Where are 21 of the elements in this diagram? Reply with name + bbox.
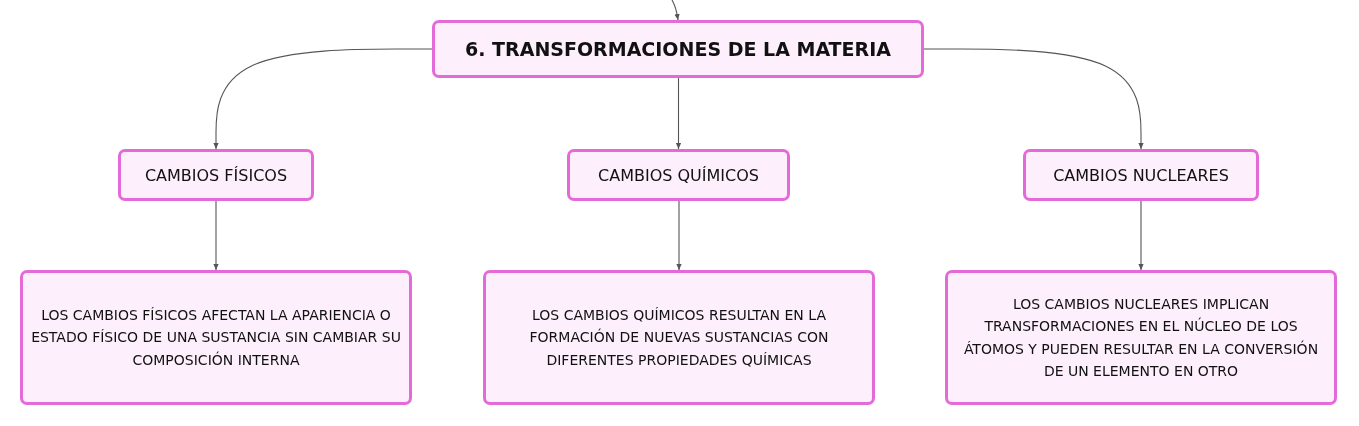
topic-label: CAMBIOS QUÍMICOS — [598, 165, 759, 185]
title-text: 6. TRANSFORMACIONES DE LA MATERIA — [465, 38, 891, 60]
arrow — [213, 200, 219, 271]
topic-box — [118, 149, 314, 201]
description-box — [945, 270, 1337, 405]
topic-label: CAMBIOS NUCLEARES — [1053, 165, 1229, 185]
description-box — [20, 270, 412, 405]
description-text: LOS CAMBIOS FÍSICOS AFECTAN LA APARIENCIA O ESTADO FÍSICO DE UNA SUSTANCIA SIN CAMBIAR SU COMPOSICIÓN INTERNA — [31, 305, 401, 370]
title-box — [432, 20, 924, 78]
topic-label: CAMBIOS FÍSICOS — [144, 165, 288, 185]
topic-box — [1023, 149, 1259, 201]
arrow — [213, 48, 433, 150]
arrow — [923, 48, 1144, 150]
arrow — [676, 200, 682, 271]
arrow — [671, 0, 680, 21]
topic-box — [567, 149, 790, 201]
description-text: LOS CAMBIOS QUÍMICOS RESULTAN EN LA FORMACIÓN DE NUEVAS SUSTANCIAS CON DIFERENTES PROPIEDADES QUÍMICAS — [528, 305, 830, 370]
arrow — [1138, 200, 1144, 271]
description-box — [483, 270, 875, 405]
arrow — [675, 77, 682, 150]
description-text: LOS CAMBIOS NUCLEARES IMPLICAN TRANSFORMACIONES EN EL NÚCLEO DE LOS ÁTOMOS Y PUEDEN RESULTAR EN LA CONVERSIÓN DE UN ELEMENTO EN OTRO — [962, 294, 1320, 381]
